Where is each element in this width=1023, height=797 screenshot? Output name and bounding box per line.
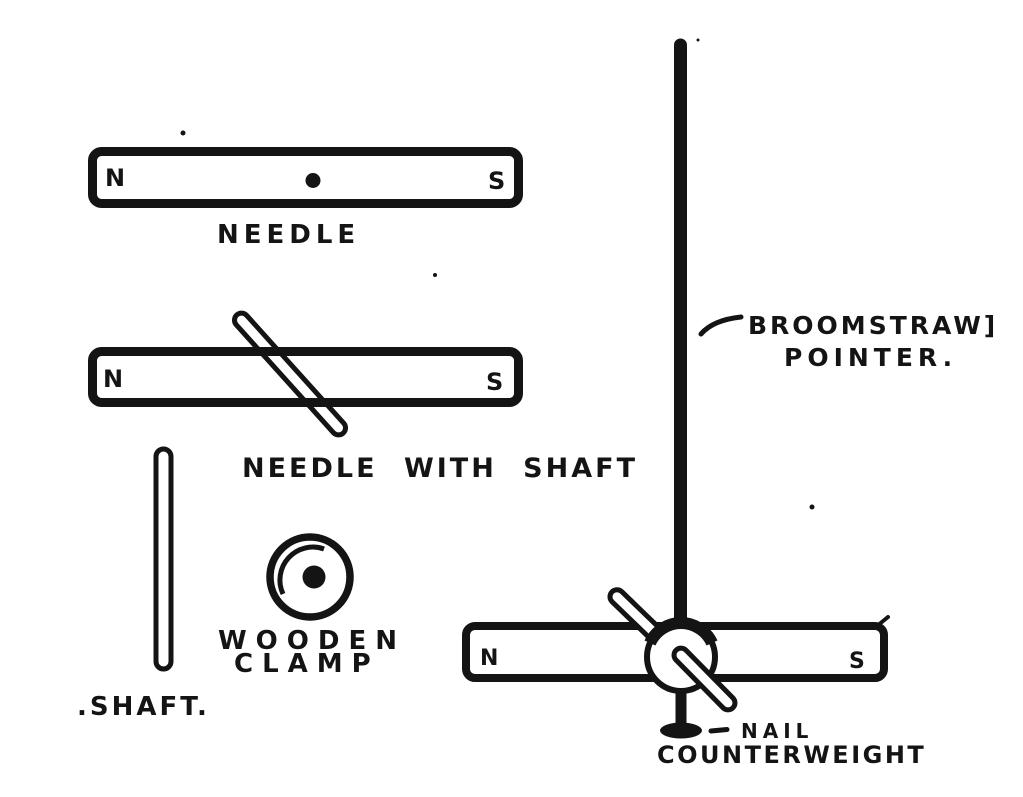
ink-speck <box>180 130 186 136</box>
needle-with-shaft-label: NEEDLE WITH SHAFT <box>242 453 638 484</box>
pole-n-label: N <box>480 646 498 671</box>
nail-stem <box>675 690 687 728</box>
pen-tick <box>875 615 890 628</box>
ink-speck <box>809 504 815 510</box>
needle-label: NEEDLE <box>217 220 360 250</box>
clamp-rim-arc <box>277 544 325 596</box>
wooden-clamp-label-line2: CLAMP <box>234 649 380 679</box>
assembled-pointer-diagram: N S BROOMSTRAW] POINTER. NAIL COUNTERWEI… <box>462 38 998 769</box>
needle-bar <box>88 147 523 208</box>
nail-label: NAIL <box>741 719 813 743</box>
shaft-capsule <box>153 446 174 672</box>
broomstraw-label-line2: POINTER. <box>784 343 957 372</box>
needle-with-shaft-diagram: N S NEEDLE WITH SHAFT <box>88 310 638 484</box>
ink-speck <box>696 38 700 42</box>
shaft-label: .SHAFT. <box>77 692 210 722</box>
broomstraw-label-line1: BROOMSTRAW] <box>748 311 998 340</box>
counterweight-label: COUNTERWEIGHT <box>657 741 926 769</box>
shaft-lower-capsule <box>671 645 738 713</box>
clamp-top-arc <box>644 617 718 646</box>
pole-s-label: S <box>488 167 505 195</box>
pole-s-label: S <box>849 649 865 674</box>
shaft-diagram: .SHAFT. <box>77 446 210 722</box>
ink-speck <box>433 273 437 277</box>
pole-n-label: N <box>105 164 125 192</box>
nail-head <box>660 722 702 739</box>
pole-n-label: N <box>103 365 123 393</box>
needle-diagram: N S NEEDLE <box>88 147 523 250</box>
broomstraw-leader-line <box>698 314 744 337</box>
clamp-center-dot <box>302 565 326 589</box>
wooden-clamp-diagram: WOODEN CLAMP <box>218 533 406 679</box>
pole-s-label: S <box>486 368 503 396</box>
wooden-clamp-label-line1: WOODEN <box>218 626 406 656</box>
pivot-hole-dot <box>305 173 321 188</box>
nail-leader-dash <box>708 727 730 734</box>
